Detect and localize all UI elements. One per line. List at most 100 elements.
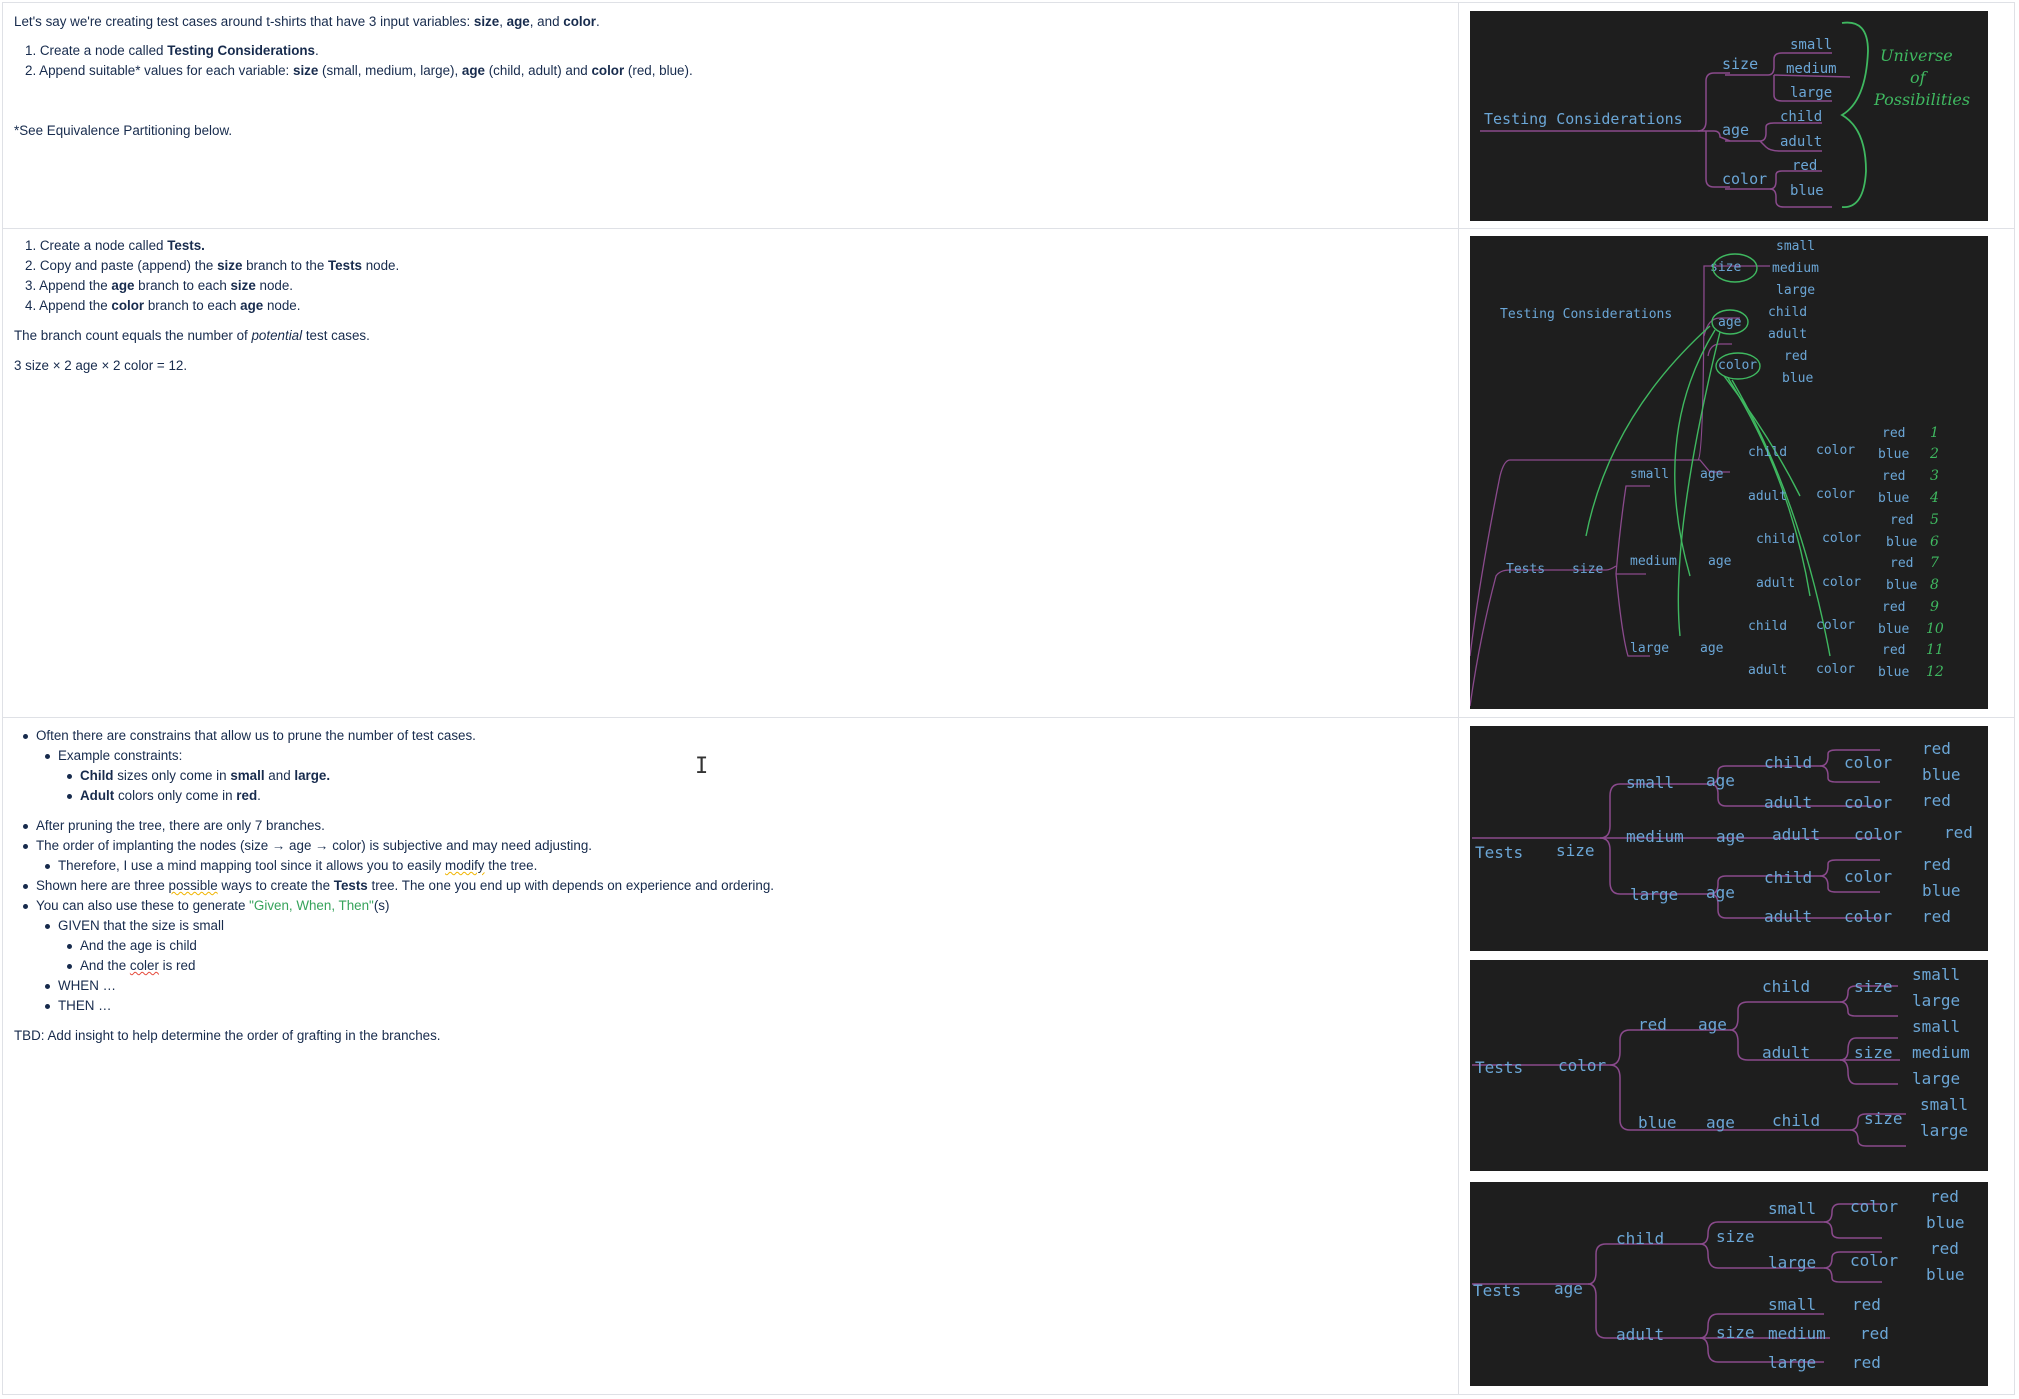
list-item: 2. Copy and paste (append) the size bran… [25,258,400,273]
node-label: child [1756,532,1795,547]
node-label: large [1912,1069,1960,1088]
node-label: age [1706,1113,1735,1132]
node-label: adult [1764,793,1812,812]
formula: 3 size × 2 age × 2 color = 12. [14,358,188,373]
node-label: large [1920,1121,1968,1140]
node-label: medium [1912,1043,1970,1062]
list-item: After pruning the tree, there are only 7… [23,816,325,836]
list-item: 1. Create a node called Tests. [25,238,205,253]
node-label: small [1912,965,1960,984]
node-label: age [1554,1279,1583,1298]
node-label: red [1930,1239,1959,1258]
node-label: red [1882,426,1905,441]
node-label: Tests [1506,562,1545,577]
node-label: small [1630,467,1669,482]
table-cell-text: 1. Create a node called Tests. 2. Copy a… [2,229,1459,718]
node-label: child [1772,1111,1820,1130]
node-label: color [1816,618,1855,633]
intro-paragraph: Let's say we're creating test cases arou… [14,14,600,29]
node-label: large [1912,991,1960,1010]
node-label: child [1616,1229,1664,1248]
node-label: adult [1748,663,1787,678]
text-cursor-icon: I [695,754,709,779]
node-label: adult [1764,907,1812,926]
list-item: WHEN … [44,976,116,996]
node-label: blue [1878,665,1909,680]
node-label: child [1768,305,1807,320]
node-label: red [1890,513,1913,528]
count-label: 9 [1930,599,1939,615]
node-label: large [1776,283,1815,298]
node-label: red [1882,469,1905,484]
node-label: small [1776,239,1815,254]
node-label: blue [1878,491,1909,506]
node-label: red [1860,1324,1889,1343]
mind-map-image: Tests size small medium large age age ag… [1470,726,1988,951]
node-label: blue [1878,622,1909,637]
node-label: child [1764,753,1812,772]
node-label: red [1852,1295,1881,1314]
count-label: 5 [1930,512,1939,528]
count-label: 10 [1926,621,1944,637]
node-label: medium [1626,827,1684,846]
list-item: THEN … [45,996,112,1016]
handwritten-numbers: 1 2 3 4 5 6 7 8 9 10 11 12 [1926,425,1944,680]
node-label: blue [1922,765,1961,784]
node-label: age [1698,1015,1727,1034]
node-label: color [1854,825,1903,844]
list-item: Child sizes only come in small and large… [66,766,330,786]
node-label: large [1630,641,1669,656]
node-label: blue [1926,1213,1965,1232]
node-label: age [1700,467,1724,482]
footnote: *See Equivalence Partitioning below. [14,123,233,138]
mind-map-image: size Testing Considerations age color sm… [1470,236,1988,709]
node-label: red [1638,1015,1667,1034]
list-item: Adult colors only come in red. [67,786,261,806]
node-label: child [1780,109,1822,125]
node-label: blue [1790,183,1824,199]
node-label: size [1572,562,1603,577]
node-label: red [1882,600,1905,615]
node-label: blue [1638,1113,1677,1132]
node-label: small [1768,1295,1816,1314]
node-label: adult [1616,1325,1664,1344]
node-label: color [1850,1197,1899,1216]
node-label: size [1854,977,1893,996]
list-item: Often there are constrains that allow us… [23,726,476,746]
node-label: color [1844,793,1893,812]
paragraph: The branch count equals the number of po… [14,328,370,343]
node-label: Tests [1475,843,1523,862]
handwritten-note: Universe [1880,46,1953,65]
node-label: size [1716,1323,1755,1342]
node-label: age [1706,771,1735,790]
node-label: blue [1782,371,1813,386]
node-label: blue [1926,1265,1965,1284]
node-label: age [1700,641,1724,656]
handwritten-note: Possibilities [1873,90,1970,109]
mind-map-image: Testing Considerations size age color sm… [1470,11,1988,221]
node-label: color [1816,443,1855,458]
node-label: color [1844,907,1893,926]
table-row: 1. Create a node called Tests. 2. Copy a… [2,228,2015,718]
node-label: Tests [1475,1058,1523,1077]
node-label: blue [1886,535,1917,550]
node-label: adult [1772,825,1820,844]
list-item: Shown here are three possible ways to cr… [23,876,774,896]
node-label: red [1852,1353,1881,1372]
list-item: And the coler is red [66,956,195,976]
list-item: Example constraints: [44,746,182,766]
node-label: Testing Considerations [1500,307,1672,322]
node-label: child [1764,868,1812,887]
node-label: medium [1772,261,1819,276]
node-label: red [1922,791,1951,810]
count-label: 8 [1930,577,1939,593]
node-label: size [1716,1227,1755,1246]
table-cell-text: Often there are constrains that allow us… [2,718,1459,1394]
node-label: Tests [1473,1281,1521,1300]
list-item: 3. Append the age branch to each size no… [25,278,294,293]
node-label: adult [1756,576,1795,591]
list-item: GIVEN that the size is small [45,916,224,936]
table-cell-image: size Testing Considerations age color sm… [1458,229,2015,718]
node-label: blue [1878,447,1909,462]
